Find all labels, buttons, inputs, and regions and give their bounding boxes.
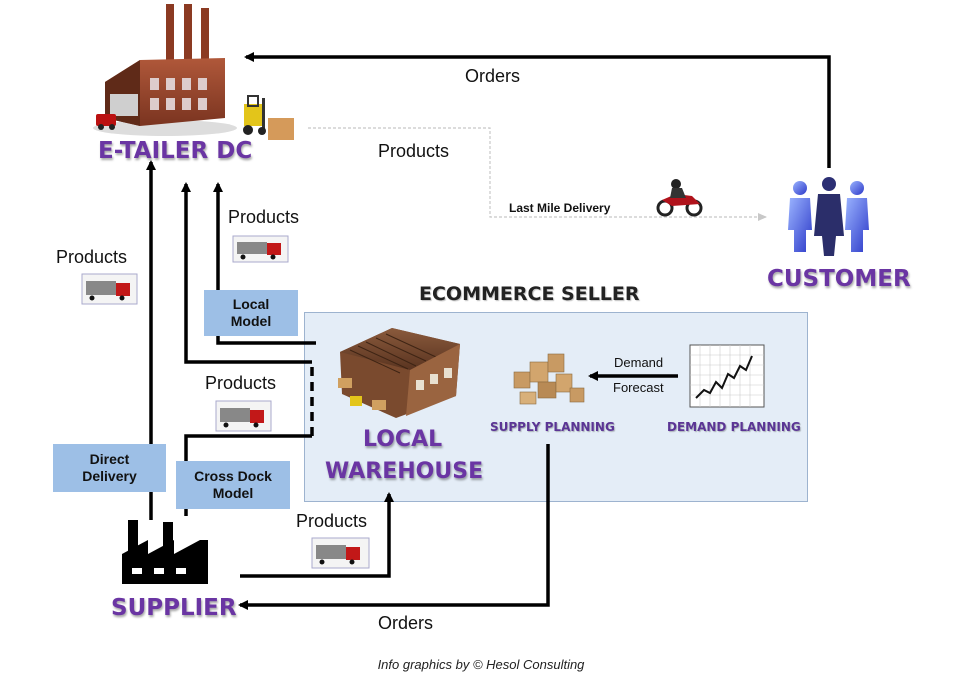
local-title: LOCAL <box>363 427 443 452</box>
local-model-arrow <box>213 182 316 345</box>
truck-icon-local <box>232 235 289 263</box>
orders-arrow-top <box>244 52 831 168</box>
supplier-factory-icon <box>122 520 208 584</box>
customer-title: CUSTOMER <box>767 266 911 292</box>
local-model-line1: Local <box>232 296 270 312</box>
etailer-dc-title: E-TAILER DC <box>98 138 253 164</box>
cross-dock-line1: Cross Dock <box>194 468 272 484</box>
demand-label: Demand <box>614 355 664 370</box>
supply-planning-label: SUPPLY PLANNING <box>490 420 615 434</box>
truck-icon-crossdock <box>215 400 272 432</box>
direct-delivery-line1: Direct <box>89 451 130 467</box>
truck-icon-left <box>81 273 138 305</box>
local-model-line2: Model <box>230 313 272 329</box>
etailer-factory-icon <box>93 4 237 136</box>
products-left-label: Products <box>56 247 128 267</box>
customer-people-icon <box>788 177 869 256</box>
last-mile-arrow <box>308 127 767 221</box>
truck-icon-bottom <box>311 537 370 569</box>
supplier-title: SUPPLIER <box>111 595 237 621</box>
products-bottom-label: Products <box>296 511 368 531</box>
orders-top-label: Orders <box>465 66 521 86</box>
motorbike-icon <box>656 179 703 217</box>
orders-bottom-label: Orders <box>378 613 434 633</box>
direct-delivery-line2: Delivery <box>82 468 137 484</box>
demand-planning-label: DEMAND PLANNING <box>667 420 801 434</box>
products-local-label: Products <box>228 207 300 227</box>
cross-dock-line2: Model <box>212 485 254 501</box>
ecommerce-seller-title: ECOMMERCE SELLER <box>419 283 640 305</box>
supplier-to-warehouse-arrow <box>240 492 394 578</box>
local-warehouse-icon <box>338 328 460 418</box>
demand-chart-icon <box>689 344 765 408</box>
forecast-label: Forecast <box>613 380 664 395</box>
warehouse-title: WAREHOUSE <box>325 459 484 484</box>
orders-arrow-bottom <box>238 444 550 610</box>
last-mile-label: Last Mile Delivery <box>509 201 611 215</box>
credit-footer: Info graphics by © Hesol Consulting <box>377 657 585 672</box>
products-crossdock-label: Products <box>205 373 277 393</box>
products-top-label: Products <box>378 141 450 161</box>
supply-planning-boxes-icon <box>513 353 585 405</box>
forklift-icon <box>243 95 294 140</box>
